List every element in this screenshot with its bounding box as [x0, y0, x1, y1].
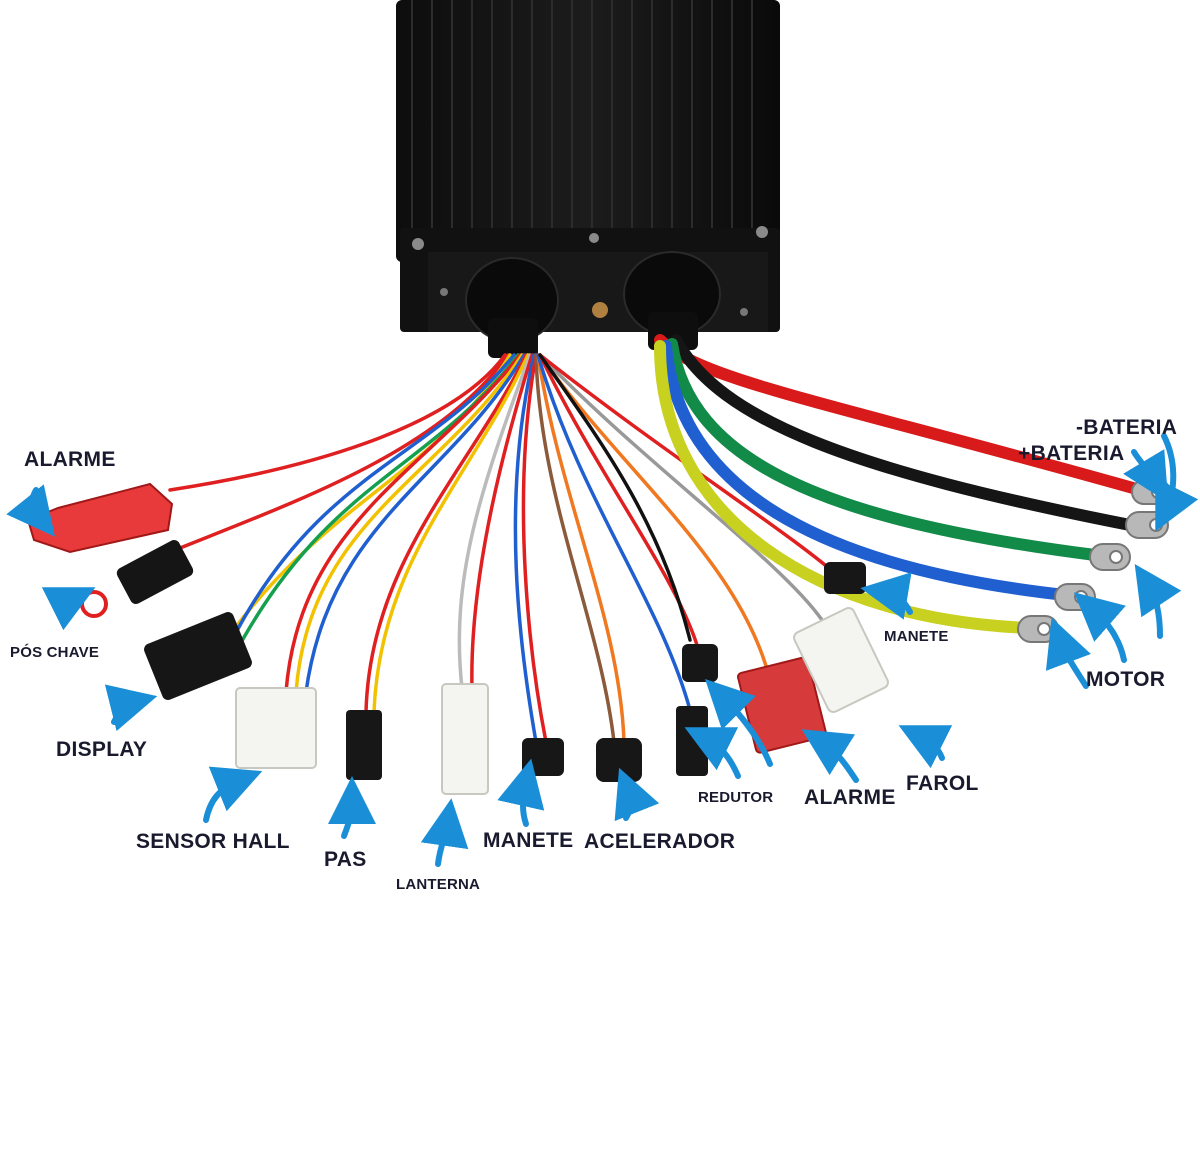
curved-arrow-icon [6, 433, 1199, 867]
power-wire-bundle [654, 334, 1146, 634]
label-bateria-pos: +BATERIA [1018, 442, 1125, 465]
label-acelerador: ACELERADOR [584, 830, 736, 853]
connector-lanterna [441, 683, 489, 795]
label-alarme-left: ALARME [24, 448, 116, 471]
signal-wire-bundle [168, 353, 842, 744]
label-manete-right: MANETE [884, 628, 949, 645]
label-redutor: REDUTOR [698, 789, 774, 806]
label-pos-chave: PÓS CHAVE [10, 644, 100, 661]
connector-farol [793, 607, 889, 713]
connector-display [144, 612, 252, 700]
controller-box [396, 0, 780, 358]
connector-manete-bottom [522, 738, 564, 776]
label-sensor-hall: SENSOR HALL [136, 830, 290, 853]
label-pas: PAS [324, 848, 367, 871]
connector-manete-right [824, 562, 866, 594]
connector-pos-chave [80, 540, 194, 618]
label-lanterna: LANTERNA [396, 876, 481, 893]
connector-alarme-left [26, 482, 174, 554]
connector-redutor [676, 644, 718, 776]
connector-pas [346, 710, 382, 780]
label-bateria-neg: -BATERIA [1076, 416, 1178, 439]
label-alarme-right: ALARME [804, 786, 896, 809]
label-display: DISPLAY [56, 738, 148, 761]
label-farol: FAROL [906, 772, 979, 795]
connector-sensor-hall [235, 687, 317, 769]
label-motor: MOTOR [1086, 668, 1166, 691]
connector-acelerador [596, 738, 642, 782]
label-manete-bottom: MANETE [483, 829, 574, 852]
